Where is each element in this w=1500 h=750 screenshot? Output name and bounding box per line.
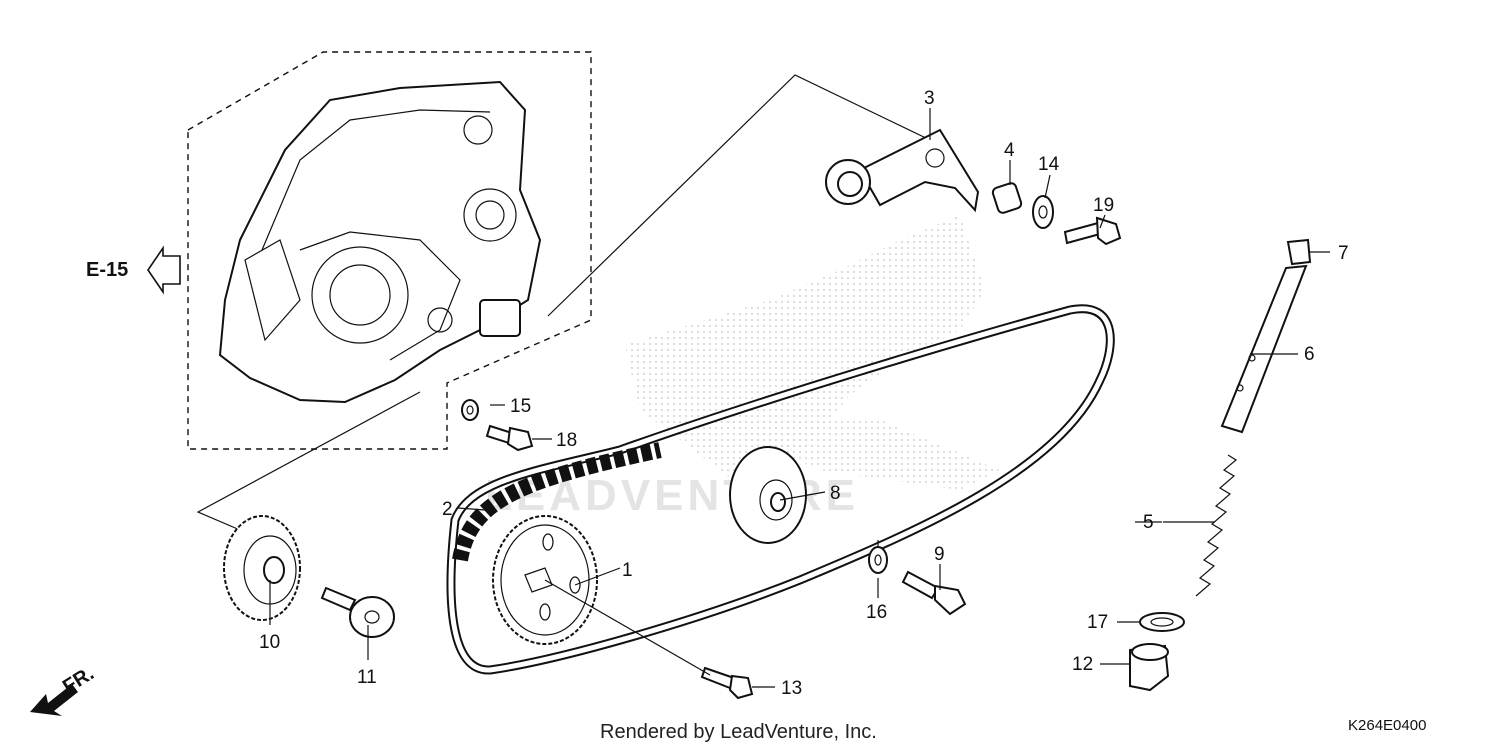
crankcase-boundary (187, 51, 592, 450)
leader-crankcase-sprocket (196, 391, 421, 531)
callout-7: 7 (1338, 243, 1349, 264)
callout-14: 14 (1038, 154, 1060, 175)
callout-9: 9 (934, 544, 945, 565)
part-washer-15 (461, 399, 479, 421)
part-tensioner-arm (825, 128, 980, 213)
callout-2: 2 (442, 499, 453, 520)
part-tensioner-roller (729, 446, 807, 544)
reference-label: E-15 (86, 259, 128, 281)
callout-19: 19 (1093, 195, 1114, 216)
part-washer-16 (868, 546, 888, 574)
crankcase-housing (218, 80, 542, 404)
diagram-code: K264E0400 (1348, 717, 1426, 734)
reference-arrow: E-15 (86, 245, 181, 295)
part-bolt-19 (1063, 216, 1122, 246)
part-bolt-13 (700, 666, 754, 700)
part-cap-7 (1286, 238, 1312, 266)
callout-8: 8 (830, 483, 841, 504)
callout-leaders (269, 108, 1330, 688)
part-rod-6 (1220, 264, 1308, 434)
callout-18: 18 (556, 430, 577, 451)
callout-12: 12 (1072, 654, 1093, 675)
callout-3: 3 (924, 88, 935, 109)
callout-16: 16 (866, 602, 887, 623)
callout-15: 15 (510, 396, 531, 417)
leader-crankcase-guide (547, 74, 931, 317)
callout-1: 1 (622, 560, 633, 581)
part-washer-17 (1139, 612, 1185, 632)
part-bolt-18 (485, 424, 534, 452)
part-washer-14 (1032, 195, 1054, 229)
callout-6: 6 (1304, 344, 1315, 365)
callout-10: 10 (259, 632, 280, 653)
part-sealing-bolt-12 (1129, 643, 1170, 692)
callout-4: 4 (1004, 140, 1015, 161)
callout-17: 17 (1087, 612, 1108, 633)
part-bolt-11 (320, 586, 395, 638)
part-drive-sprocket (223, 515, 301, 621)
callout-labels: 1 2 3 4 5 6 7 8 9 10 11 12 13 14 15 16 1… (259, 88, 1349, 699)
part-collar (991, 182, 1023, 214)
watermark-wing (625, 215, 1000, 500)
front-direction-marker: FR. (30, 663, 98, 716)
callout-5: 5 (1143, 512, 1154, 533)
part-cam-chain (446, 304, 1115, 675)
part-spring-5 (1195, 454, 1238, 597)
part-bolt-9 (901, 570, 967, 616)
callout-11: 11 (357, 667, 377, 688)
callout-13: 13 (781, 678, 802, 699)
footer-credit: Rendered by LeadVenture, Inc. (600, 721, 877, 743)
